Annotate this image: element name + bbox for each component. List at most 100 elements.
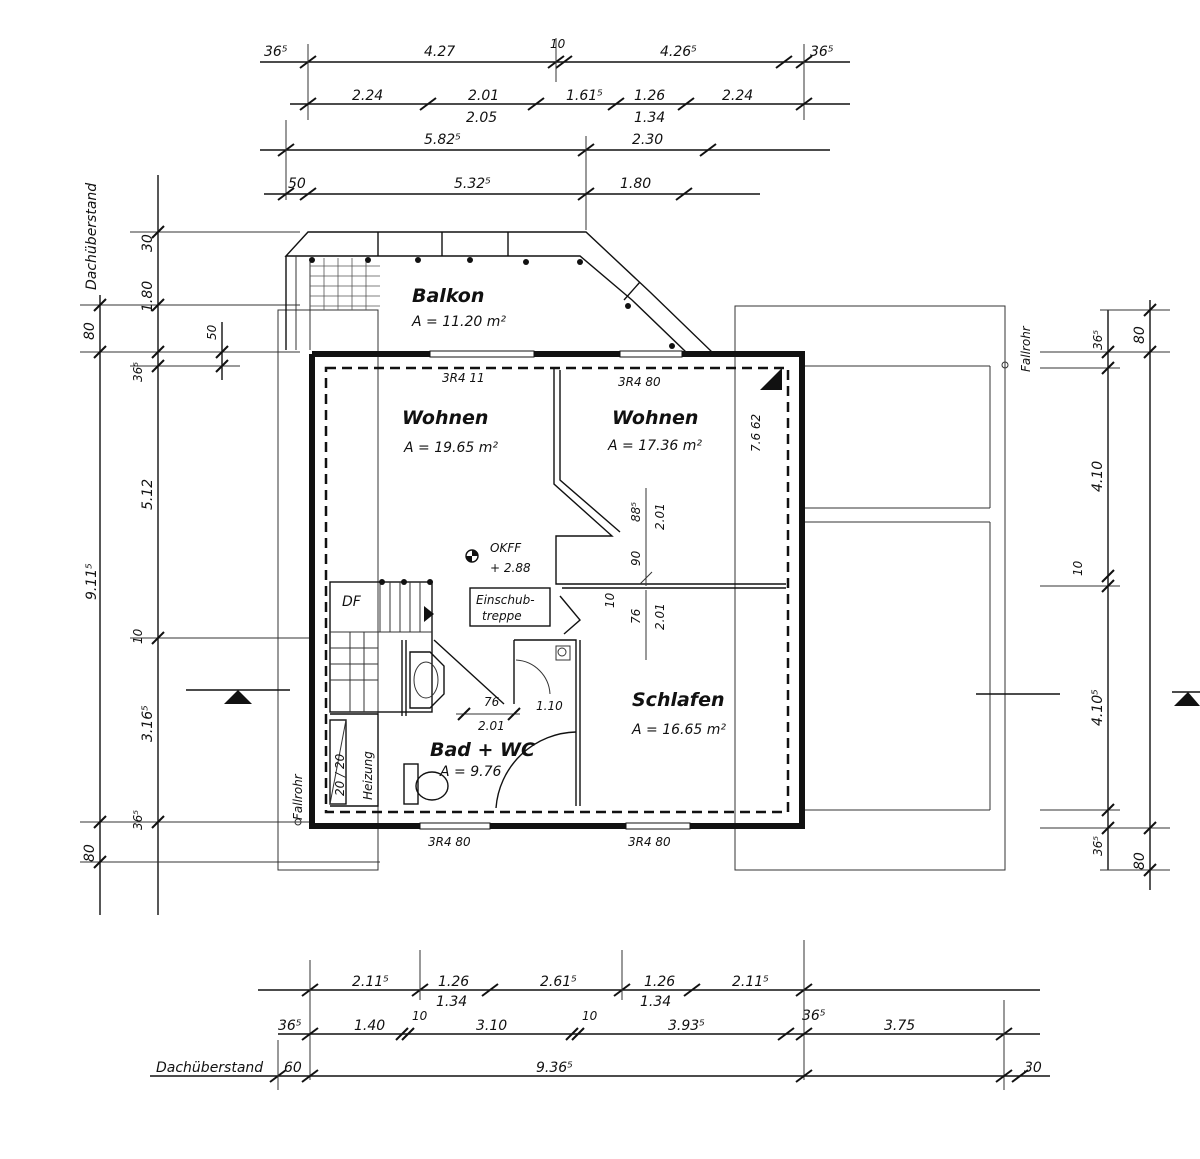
dim-bot-2h: 3.75 <box>884 1018 915 1034</box>
dim-top-4b: 5.32⁵ <box>454 176 491 192</box>
dim-top-3a: 5.82⁵ <box>424 132 461 148</box>
einschubtreppe-box <box>469 587 551 627</box>
room-wohnen2-area: A = 17.36 m² <box>607 438 702 454</box>
dim-bot-1f: 1.34 <box>436 994 467 1010</box>
dim-bot-1b: 1.26 <box>438 974 469 990</box>
dim-inner-201b: 2.01 <box>653 603 667 630</box>
dim-left-9115: 9.11⁵ <box>84 563 100 600</box>
window-side: 7.6 62 <box>749 414 763 452</box>
dim-inner-110: 1.10 <box>536 699 563 713</box>
label-schacht: 20 / 20 <box>333 753 347 796</box>
label-fallrohr-left: Fallrohr <box>291 773 305 820</box>
dim-bot-2g: 36⁵ <box>802 1008 826 1024</box>
label-heizung: Heizung <box>361 751 375 800</box>
dim-inner-201a: 2.01 <box>653 503 667 530</box>
room-wohnen2-name: Wohnen <box>612 407 698 429</box>
dim-bot-1g: 1.34 <box>640 994 671 1010</box>
dim-top-3b: 2.30 <box>632 132 663 148</box>
staircase <box>329 579 434 713</box>
dim-left-512: 5.12 <box>140 479 156 510</box>
label-okff: OKFF <box>490 541 522 555</box>
room-bad-area: A = 9.76 <box>439 764 501 780</box>
dim-bot-2a: 36⁵ <box>278 1018 302 1034</box>
dim-left-80b: 80 <box>82 844 98 862</box>
window-bottom-2: 3R4 80 <box>628 835 671 849</box>
room-bad-name: Bad + WC <box>430 739 535 761</box>
room-balkon-name: Balkon <box>412 285 484 307</box>
dim-left-180: 1.80 <box>140 281 156 312</box>
dim-bot-1e: 2.11⁵ <box>732 974 769 990</box>
label-dachueberstand-top: Dachüberstand <box>84 183 100 290</box>
left-dimension-chains <box>80 175 380 915</box>
dim-top-1c: 10 <box>550 37 566 51</box>
dim-top-1e: 36⁵ <box>810 44 834 60</box>
dim-inner-10: 10 <box>603 592 617 608</box>
dim-inner-76b: 76 <box>484 695 500 709</box>
dim-bot-1d: 1.26 <box>644 974 675 990</box>
label-einschub-2: treppe <box>482 609 522 623</box>
dim-top-2b: 2.01 <box>468 88 499 104</box>
dim-right-365a: 36⁵ <box>1091 330 1105 350</box>
dim-top-2e: 2.24 <box>722 88 753 104</box>
dim-inner-76a: 76 <box>629 608 643 624</box>
balcony-posts <box>309 257 675 349</box>
window-top-1: 3R4 11 <box>442 371 485 385</box>
label-okff-value: + 2.88 <box>490 561 531 575</box>
window-bottom-1: 3R4 80 <box>428 835 471 849</box>
bathroom-fixtures <box>329 645 571 805</box>
dim-top-2a: 2.24 <box>352 88 383 104</box>
dim-bot-2e: 10 <box>582 1009 598 1023</box>
dim-left-30: 30 <box>140 234 156 252</box>
dim-top-1a: 36⁵ <box>264 44 288 60</box>
dim-bot-3a: 60 <box>284 1060 302 1076</box>
right-dimension-chains <box>1040 300 1170 890</box>
okff-marker <box>465 549 479 563</box>
dim-inner-201c: 2.01 <box>478 719 505 733</box>
room-schlafen-name: Schlafen <box>632 689 725 711</box>
dim-left-10: 10 <box>131 628 145 644</box>
dim-left-365a: 36⁵ <box>131 362 145 382</box>
dim-top-1b: 4.27 <box>424 44 455 60</box>
dim-top-2g: 1.34 <box>634 110 665 126</box>
dim-top-2d: 1.26 <box>634 88 665 104</box>
room-wohnen1-area: A = 19.65 m² <box>403 440 498 456</box>
dim-top-2c: 1.61⁵ <box>566 88 603 104</box>
dim-bot-2b: 1.40 <box>354 1018 385 1034</box>
dim-inner-90: 90 <box>629 550 643 566</box>
balcony <box>284 231 714 353</box>
dim-left-3165: 3.16⁵ <box>140 705 156 742</box>
section-markers <box>186 689 1200 706</box>
dim-left-50: 50 <box>205 324 219 340</box>
dim-right-10: 10 <box>1071 560 1085 576</box>
room-schlafen-area: A = 16.65 m² <box>631 722 726 738</box>
dim-bot-2c: 10 <box>412 1009 428 1023</box>
interior-walls <box>330 368 786 809</box>
dim-top-4a: 50 <box>288 176 306 192</box>
top-dimension-chains <box>260 38 850 230</box>
window-top-2: 3R4 80 <box>618 375 661 389</box>
dim-bot-3b: 9.36⁵ <box>536 1060 573 1076</box>
dim-left-365b: 36⁵ <box>131 810 145 830</box>
dim-bot-1a: 2.11⁵ <box>352 974 389 990</box>
dim-right-365b: 36⁵ <box>1091 836 1105 856</box>
room-balkon-area: A = 11.20 m² <box>411 314 506 330</box>
dim-bot-2d: 3.10 <box>476 1018 507 1034</box>
dim-right-80b: 80 <box>1132 852 1148 870</box>
dim-bot-1c: 2.61⁵ <box>540 974 577 990</box>
outer-walls <box>309 350 805 830</box>
dim-top-4c: 1.80 <box>620 176 651 192</box>
dim-bot-3c: 30 <box>1024 1060 1042 1076</box>
inner-outline <box>324 366 790 814</box>
dim-bot-2f: 3.93⁵ <box>668 1018 705 1034</box>
dim-left-80a: 80 <box>82 322 98 340</box>
dim-right-80a: 80 <box>1132 326 1148 344</box>
label-fallrohr-right: Fallrohr <box>1019 325 1033 372</box>
dim-right-410: 4.10 <box>1090 461 1106 492</box>
dim-top-1d: 4.26⁵ <box>660 44 697 60</box>
dim-top-2f: 2.05 <box>466 110 497 126</box>
balcony-grid <box>310 258 380 310</box>
label-df: DF <box>342 594 362 610</box>
dim-inner-885: 88⁵ <box>629 502 643 522</box>
label-dachueberstand-bottom: Dachüberstand <box>156 1060 263 1076</box>
